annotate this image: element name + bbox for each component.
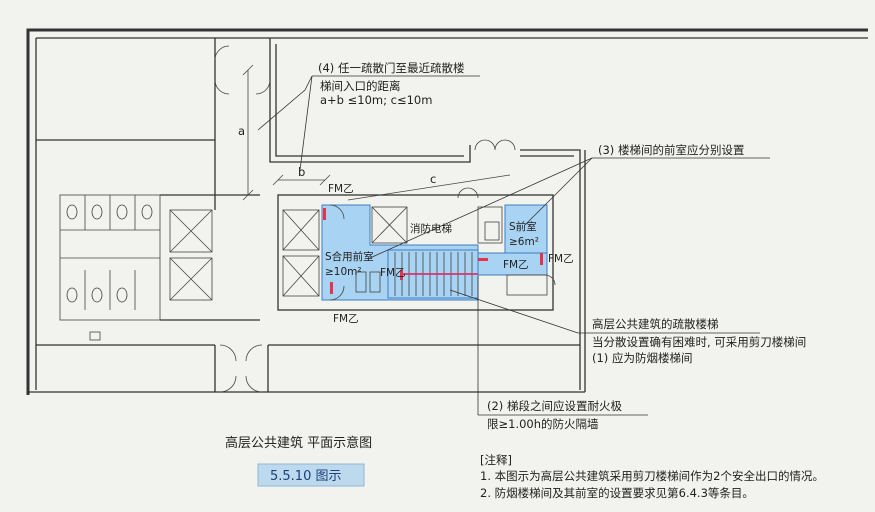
fm-label: FM乙 <box>548 253 574 265</box>
building-walls <box>26 28 868 395</box>
front-room-area: ≥6m² <box>509 236 539 248</box>
fm-door-mark <box>540 253 543 265</box>
annotation-front-rooms: (3) 楼梯间的前室应分别设置 <box>369 143 770 259</box>
fm-door-mark <box>478 258 488 261</box>
fire-elevator-label: 消防电梯 <box>410 222 452 235</box>
left-elevators <box>169 209 213 301</box>
toilet-area <box>59 194 161 341</box>
front-room-label: S前室 <box>509 220 537 233</box>
svg-text:当分散设置确有困难时, 可采用剪刀楼梯间: 当分散设置确有困难时, 可采用剪刀楼梯间 <box>592 335 806 349</box>
dim-b: b <box>298 165 305 179</box>
diagram-title: 高层公共建筑 平面示意图 <box>225 435 372 451</box>
annotation-scissor-stair: 高层公共建筑的疏散楼梯 当分散设置确有困难时, 可采用剪刀楼梯间 (1) 应为防… <box>449 289 806 365</box>
shared-front-room-label: S合用前室 <box>325 250 374 263</box>
svg-text:(4) 任一疏散门至最近疏散楼: (4) 任一疏散门至最近疏散楼 <box>318 61 465 75</box>
notes-line-1: 1. 本图示为高层公共建筑采用剪刀楼梯间作为2个安全出口的情况。 <box>480 469 824 483</box>
annotation-fire-wall: (2) 梯段之间应设置耐火极 限≥1.00h的防火隔墙 <box>477 276 648 431</box>
fm-door-mark <box>330 282 333 294</box>
dim-c: c <box>430 172 436 186</box>
svg-text:a+b ≤10m; c≤10m: a+b ≤10m; c≤10m <box>320 93 432 107</box>
svg-text:梯间入口的距离: 梯间入口的距离 <box>320 79 401 93</box>
core-block <box>277 187 556 311</box>
fm-door-mark <box>400 270 403 280</box>
figure-number-badge <box>257 463 365 487</box>
fm-label: FM乙 <box>380 267 406 279</box>
fm-label: FM乙 <box>333 313 359 325</box>
svg-text:(1) 应为防烟楼梯间: (1) 应为防烟楼梯间 <box>592 351 692 365</box>
figure-number: 5.5.10 图示 <box>270 469 341 484</box>
front-room <box>504 204 548 254</box>
fm-label: FM乙 <box>328 183 354 195</box>
dim-a: a <box>238 124 245 138</box>
shared-front-room-area: ≥10m² <box>325 266 362 278</box>
fm-door-mark <box>323 208 326 220</box>
svg-text:高层公共建筑的疏散楼梯: 高层公共建筑的疏散楼梯 <box>592 317 719 331</box>
svg-text:(2) 梯段之间应设置耐火极: (2) 梯段之间应设置耐火极 <box>487 399 622 413</box>
dimension-lines <box>242 64 511 201</box>
fm-label: FM乙 <box>503 259 529 271</box>
svg-text:限≥1.00h的防火隔墙: 限≥1.00h的防火隔墙 <box>487 417 599 431</box>
notes-line-2: 2. 防烟楼梯间及其前室的设置要求见第6.4.3等条目。 <box>480 486 754 500</box>
annotation-distance: (4) 任一疏散门至最近疏散楼 梯间入口的距离 a+b ≤10m; c≤10m <box>257 61 480 171</box>
svg-text:(3) 楼梯间的前室应分别设置: (3) 楼梯间的前室应分别设置 <box>598 143 744 157</box>
notes-heading: [注释] <box>480 453 512 467</box>
